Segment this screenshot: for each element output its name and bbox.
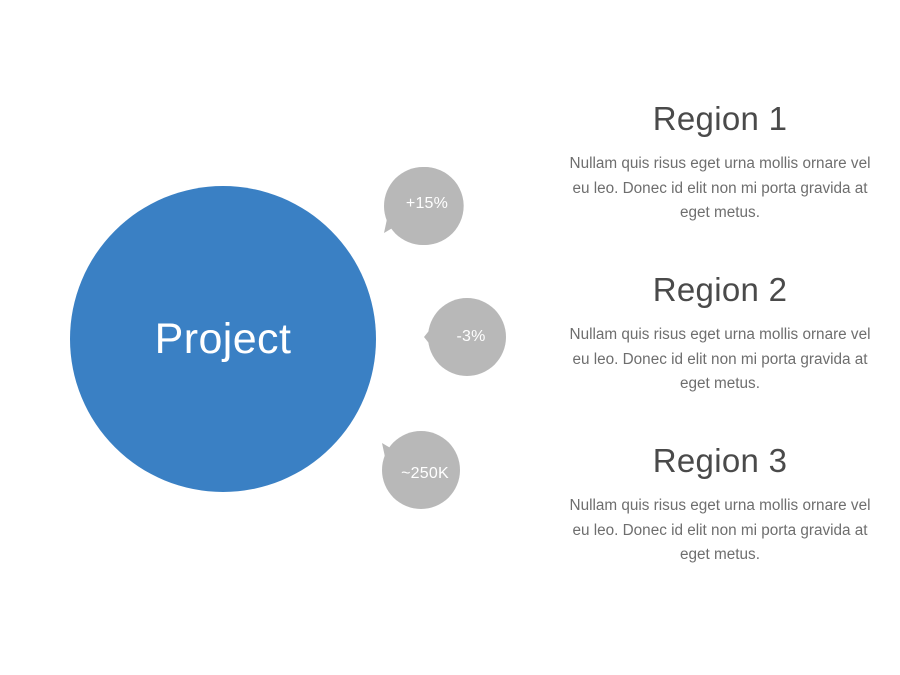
- speech-bubble-icon: [382, 431, 460, 509]
- region-title: Region 2: [652, 271, 788, 308]
- region-block: Region 1 Nullam quis risus eget urna mol…: [540, 100, 900, 226]
- hub-circle[interactable]: Project: [70, 186, 376, 492]
- hub-label: Project: [154, 314, 292, 363]
- callout-bubble-volume[interactable]: ~250K: [380, 429, 462, 511]
- region-block: Region 3 Nullam quis risus eget urna mol…: [540, 442, 900, 568]
- region-title: Region 1: [652, 100, 788, 137]
- speech-bubble-icon: [384, 166, 464, 245]
- region-body-text: Nullam quis risus eget urna mollis ornar…: [569, 154, 871, 222]
- region-block: Region 2 Nullam quis risus eget urna mol…: [540, 271, 900, 397]
- region-body-text: Nullam quis risus eget urna mollis ornar…: [569, 325, 871, 393]
- callout-bubble-label: ~250K: [401, 465, 449, 482]
- region-title: Region 3: [652, 442, 788, 479]
- hub-and-callouts-diagram: Project +15% -3% ~250K: [70, 165, 506, 511]
- region-body-text: Nullam quis risus eget urna mollis ornar…: [569, 496, 871, 564]
- callout-bubble-change[interactable]: -3%: [424, 296, 506, 378]
- callout-bubble-growth[interactable]: +15%: [382, 165, 464, 247]
- callout-bubble-label: -3%: [456, 328, 486, 345]
- regions-column: Region 1 Nullam quis risus eget urna mol…: [540, 0, 900, 675]
- speech-bubble-icon: [424, 298, 506, 376]
- callout-bubble-label: +15%: [405, 195, 449, 212]
